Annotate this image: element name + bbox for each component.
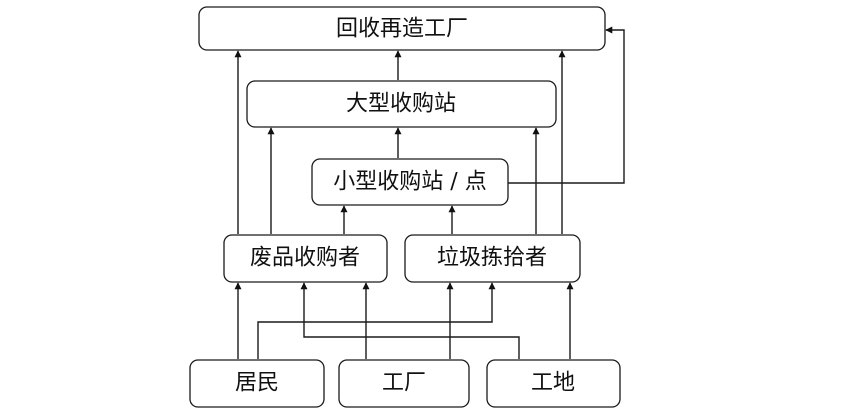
node-construction-site: 工地 xyxy=(486,359,621,408)
node-label-construction-site: 工地 xyxy=(531,371,575,396)
edges xyxy=(234,26,625,359)
edge-construction-site-to-waste-buyer xyxy=(300,282,520,359)
node-label-factory: 工厂 xyxy=(382,371,426,396)
node-label-waste-buyer: 废品收购者 xyxy=(250,246,360,271)
node-label-recycling-factory: 回收再造工厂 xyxy=(336,17,468,42)
node-factory: 工厂 xyxy=(338,359,470,408)
edge-residents-to-scavenger xyxy=(257,282,496,359)
node-small-station: 小型收购站 / 点 xyxy=(311,158,509,206)
node-large-station: 大型收购站 xyxy=(246,80,557,128)
node-label-small-station: 小型收购站 / 点 xyxy=(333,170,486,195)
node-label-residents: 居民 xyxy=(235,371,279,396)
node-waste-buyer: 废品收购者 xyxy=(223,234,388,283)
node-label-large-station: 大型收购站 xyxy=(346,92,456,117)
edge-small-station-to-recycling-factory xyxy=(508,26,625,184)
node-recycling-factory: 回收再造工厂 xyxy=(198,6,606,51)
node-residents: 居民 xyxy=(189,359,325,408)
node-scavenger: 垃圾拣拾者 xyxy=(404,234,581,283)
node-label-scavenger: 垃圾拣拾者 xyxy=(437,246,547,271)
